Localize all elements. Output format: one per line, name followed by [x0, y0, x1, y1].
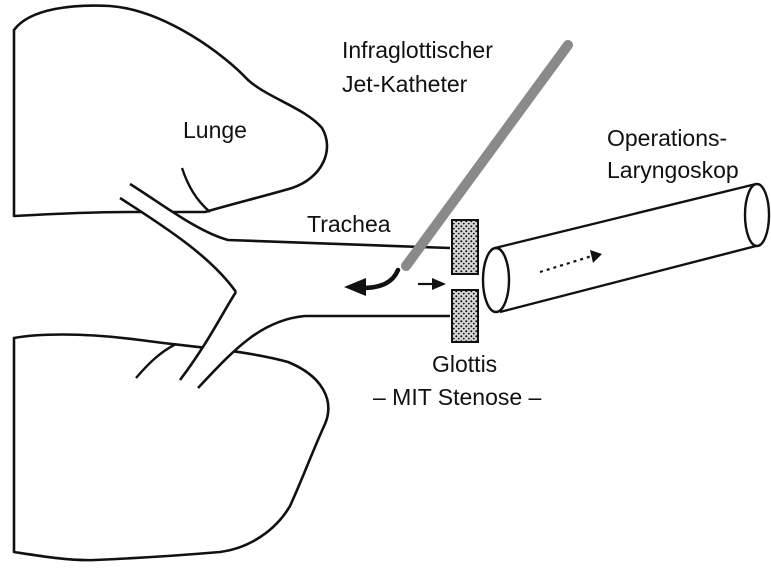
bronchial-tree: [120, 184, 450, 388]
laryngoscope-bottom-edge: [499, 244, 757, 314]
lower-lung: [12, 333, 330, 562]
trachea-label: Trachea: [307, 211, 391, 237]
dotted-arrow-icon: [539, 250, 602, 274]
glottis-label-line1: Glottis: [432, 351, 498, 377]
laryngoscope-label-line1: Operations-: [607, 125, 728, 151]
catheter-label-line1: Infraglottischer: [342, 37, 493, 63]
stenosis-upper-block: [451, 219, 479, 275]
lower-bronchus-right-wall: [197, 314, 450, 389]
laryngoscope-proximal-end: [743, 182, 771, 248]
glottis-label-line2: – MIT Stenose –: [373, 384, 542, 410]
catheter-label-line2: Jet-Katheter: [342, 71, 468, 97]
laryngoscope-label-line2: Laryngoskop: [607, 157, 739, 183]
upper-bronchus-left-wall: [119, 196, 238, 293]
arrow-right-icon: [418, 278, 446, 290]
arrow-left-icon: [344, 267, 401, 296]
upper-bronchus-right-wall: [129, 182, 451, 250]
jet-catheter: [401, 40, 573, 271]
lower-hilum-stroke: [135, 342, 177, 379]
stenosis-lower-block: [451, 289, 479, 343]
laryngoscope-top-edge: [494, 182, 757, 250]
lunge-label: Lunge: [183, 117, 247, 143]
upper-lung: [12, 4, 329, 218]
upper-hilum-stroke: [180, 167, 211, 213]
lower-bronchus-left-wall: [178, 291, 238, 381]
laryngoscope-distal-end: [481, 246, 511, 314]
laryngoscope-body: [495, 184, 756, 312]
